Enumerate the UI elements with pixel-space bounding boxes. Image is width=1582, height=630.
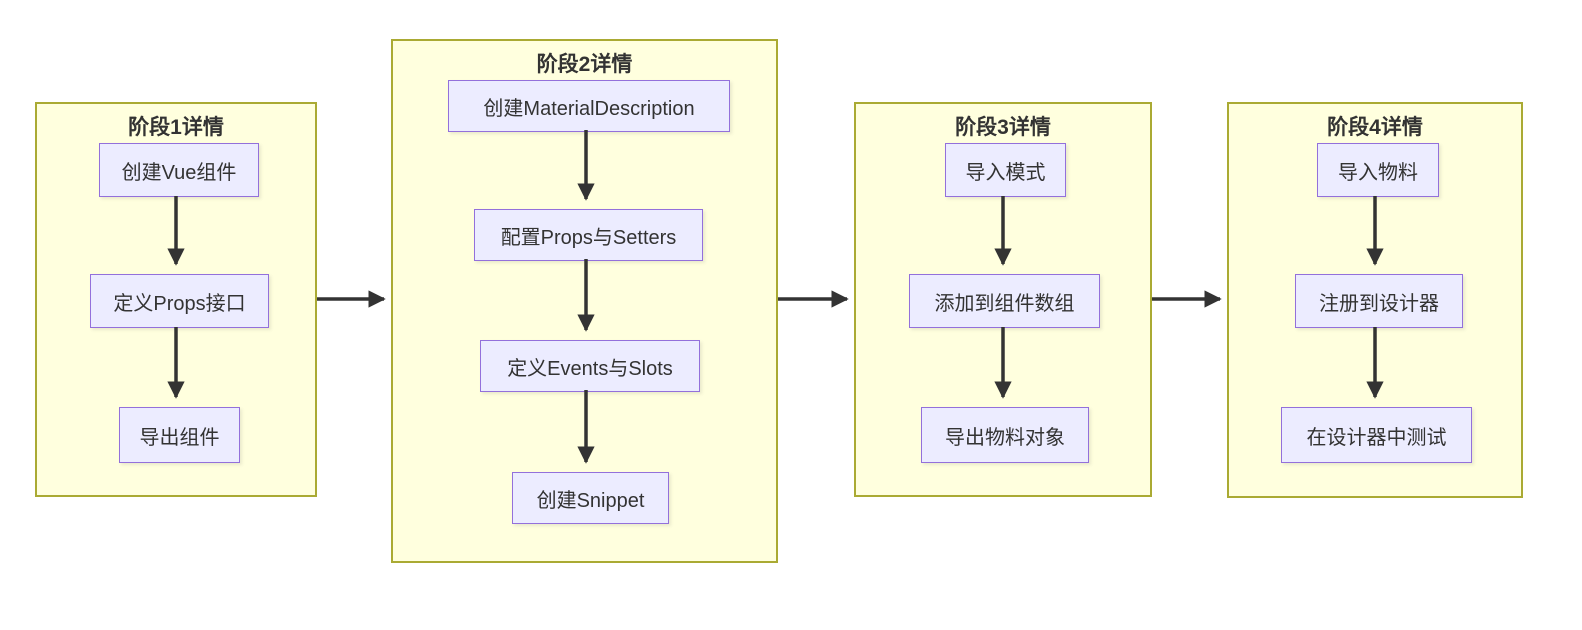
node-define-props-interface: 定义Props接口 [90,274,269,328]
node-configure-props-setters: 配置Props与Setters [474,209,703,261]
node-define-events-slots: 定义Events与Slots [480,340,700,392]
stage-1-container: 阶段1详情 创建Vue组件 定义Props接口 导出组件 [35,102,317,497]
stage-4-title: 阶段4详情 [1327,116,1423,139]
stage-3-title: 阶段3详情 [955,116,1051,139]
node-export-material-object: 导出物料对象 [921,407,1089,463]
stage-3-container: 阶段3详情 导入模式 添加到组件数组 导出物料对象 [854,102,1152,497]
node-create-vue-component: 创建Vue组件 [99,143,259,197]
stage-4-container: 阶段4详情 导入物料 注册到设计器 在设计器中测试 [1227,102,1523,498]
node-export-component: 导出组件 [119,407,240,463]
stage-1-title: 阶段1详情 [128,116,224,139]
node-import-material: 导入物料 [1317,143,1439,197]
stage-2-container: 阶段2详情 创建MaterialDescription 配置Props与Sett… [391,39,778,563]
node-create-material-description: 创建MaterialDescription [448,80,730,132]
node-test-in-designer: 在设计器中测试 [1281,407,1472,463]
node-add-to-component-array: 添加到组件数组 [909,274,1100,328]
node-import-schema: 导入模式 [945,143,1066,197]
stage-2-title: 阶段2详情 [536,53,633,76]
node-create-snippet: 创建Snippet [512,472,669,524]
node-register-to-designer: 注册到设计器 [1295,274,1463,328]
